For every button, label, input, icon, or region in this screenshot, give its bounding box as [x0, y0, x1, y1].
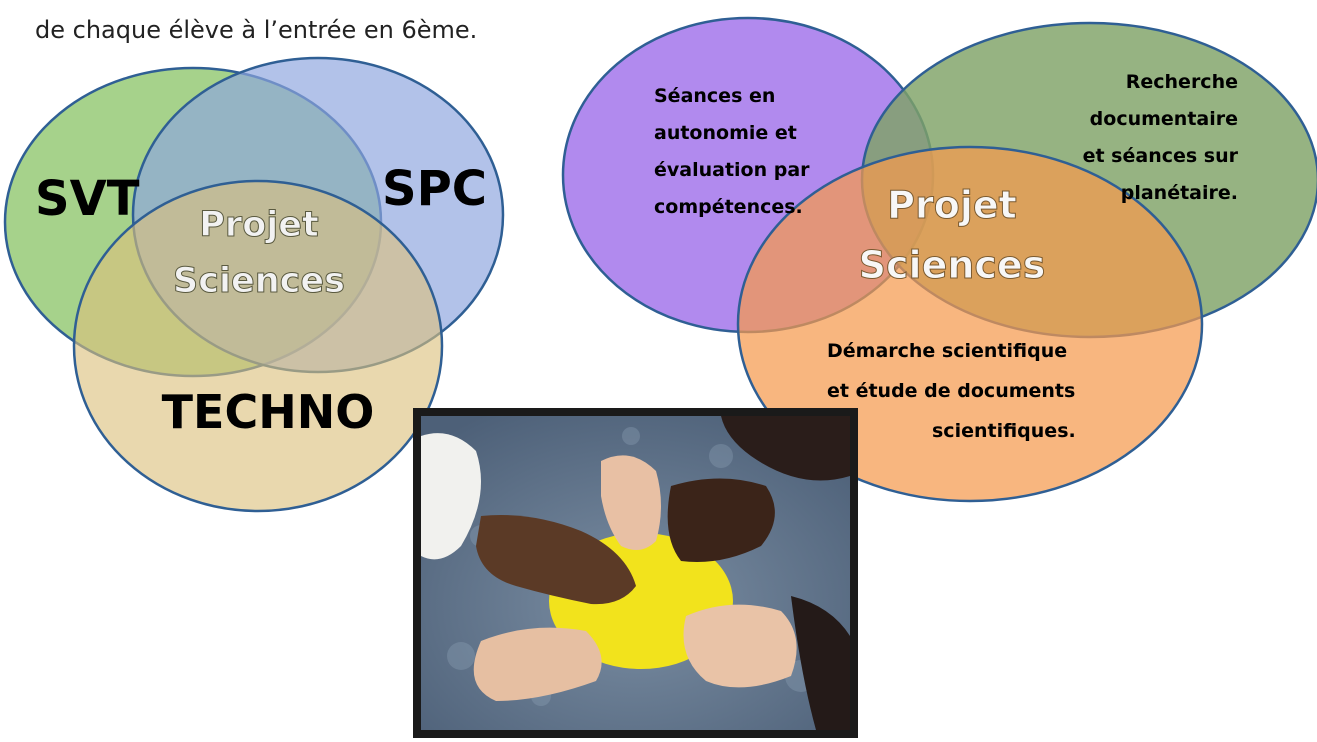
left-center-title-line2: Sciences — [173, 261, 345, 301]
hand-light-top — [601, 455, 661, 550]
green-line-2: documentaire — [1090, 108, 1238, 130]
green-line-1: Recherche — [1126, 71, 1238, 93]
green-text-block: Recherche documentaire et séances sur pl… — [1083, 71, 1239, 204]
green-line-4: planétaire. — [1121, 182, 1238, 204]
purple-line-4: compétences. — [654, 196, 803, 218]
left-center-title-line1: Projet — [199, 205, 318, 245]
label-spc: SPC — [382, 161, 487, 217]
orange-line-2: et étude de documents — [827, 380, 1075, 402]
hands-photo — [413, 408, 858, 738]
intro-text: de chaque élève à l’entrée en 6ème. — [35, 16, 478, 44]
hand-light-bottom-right — [683, 604, 797, 688]
hands-on-yellow-circle-illustration — [421, 416, 850, 730]
purple-text-block: Séances en autonomie et évaluation par c… — [654, 85, 810, 218]
purple-line-3: évaluation par — [654, 159, 810, 181]
hand-dark-right — [667, 478, 775, 562]
orange-text-block: Démarche scientifique et étude de docume… — [827, 340, 1076, 442]
label-svt: SVT — [35, 171, 140, 227]
left-venn: SVT SPC TECHNO Projet Sciences — [3, 56, 505, 513]
hands-photo-image — [421, 416, 850, 730]
right-venn: Séances en autonomie et évaluation par c… — [561, 16, 1317, 503]
purple-line-1: Séances en — [654, 85, 775, 107]
white-sleeve — [421, 433, 481, 560]
hand-light-bottom-left — [473, 627, 602, 701]
orange-line-3: scientifiques. — [932, 420, 1076, 442]
circle-techno — [72, 179, 444, 513]
orange-line-1: Démarche scientifique — [827, 340, 1067, 362]
right-center-title-line1: Projet — [887, 183, 1017, 227]
label-techno: TECHNO — [162, 385, 375, 439]
hand-dark-left — [476, 515, 636, 605]
right-center-title-line2: Sciences — [859, 243, 1046, 287]
green-line-3: et séances sur — [1083, 145, 1239, 167]
purple-line-2: autonomie et — [654, 122, 797, 144]
